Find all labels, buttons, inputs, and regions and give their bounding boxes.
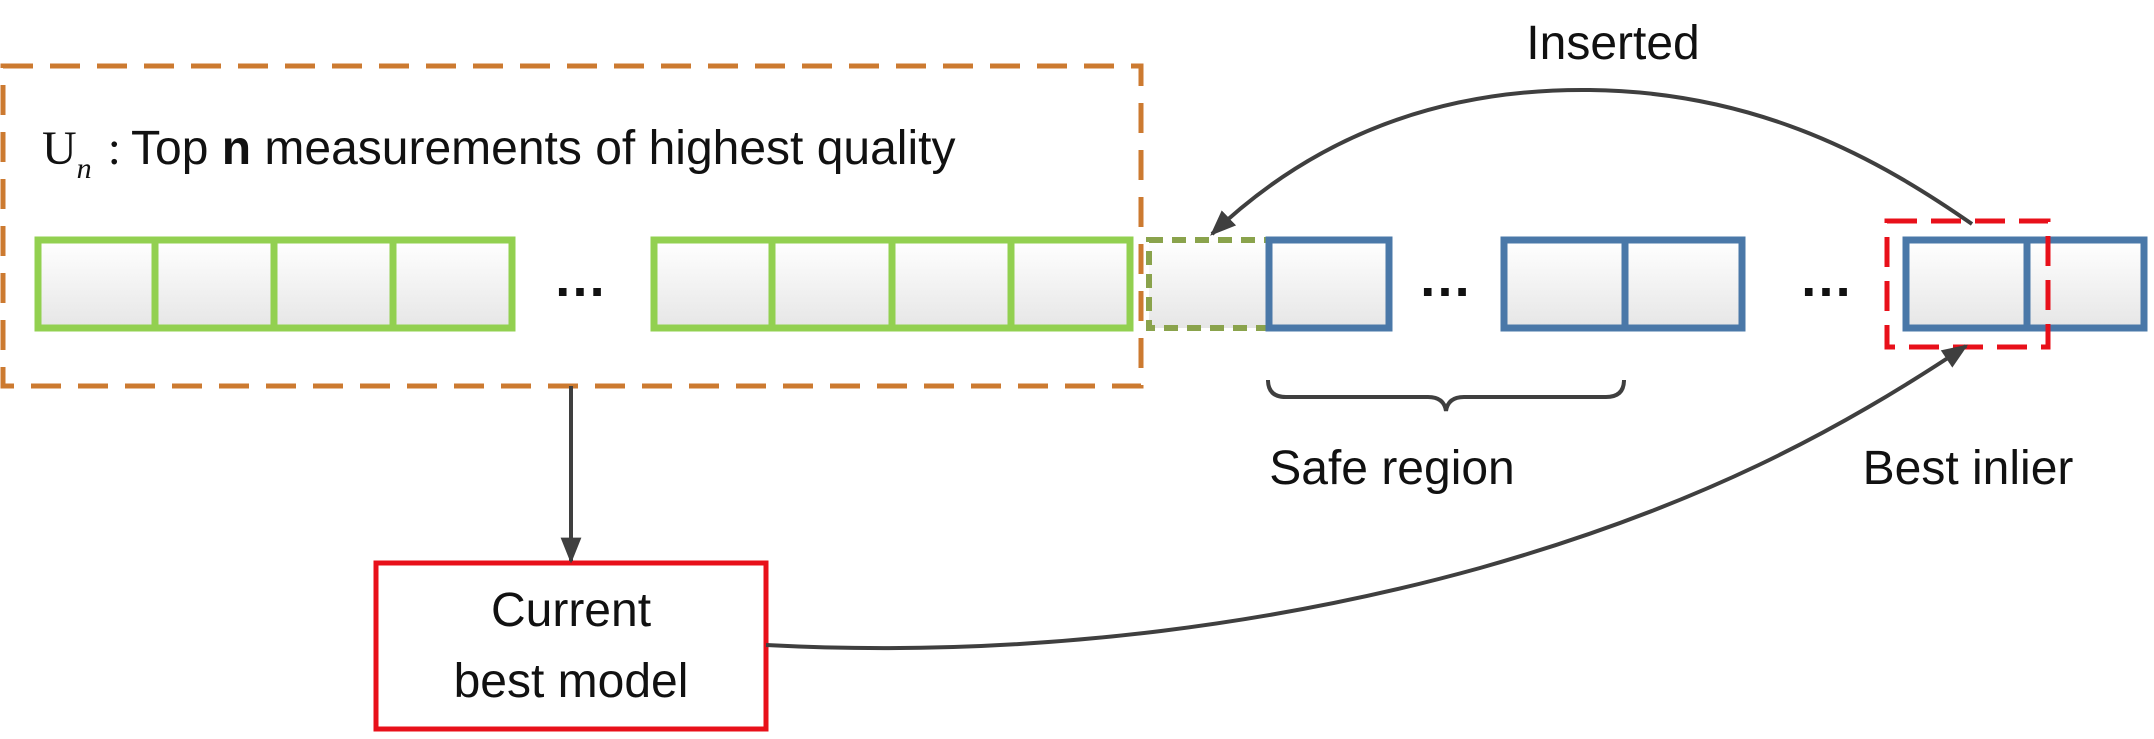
arrow-to-best-inlier (765, 344, 1969, 651)
top-prefix: Top (131, 122, 222, 175)
ellipsis-2: … (1418, 248, 1472, 308)
top-suffix: measurements of highest quality (251, 122, 955, 175)
inserted-slot (1146, 237, 1272, 331)
top-n-set-label: Un:Top n measurements of highest quality (42, 122, 955, 185)
model-label-line2: best model (454, 655, 689, 708)
top-n-set-boundary (0, 63, 1144, 389)
blue-cells-group-3 (1902, 236, 2148, 332)
measurement-cell (768, 236, 896, 332)
u-symbol: U (42, 122, 77, 175)
measurement-cell (650, 236, 776, 332)
measurement-cell (1902, 236, 2031, 332)
measurement-cell (270, 236, 397, 332)
model-label-line1: Current (491, 584, 651, 637)
ellipsis-3: … (1799, 248, 1853, 308)
measurement-cell (1500, 236, 1629, 332)
arrow-inserted (1210, 87, 1974, 236)
u-subscript: n (77, 152, 92, 185)
u-colon: : (108, 122, 121, 175)
safe-region-label: Safe region (1269, 442, 1515, 495)
inserted-label: Inserted (1526, 17, 1699, 70)
safe-region-brace (1266, 379, 1626, 412)
top-n-bold: n (222, 122, 251, 175)
measurement-cell (1621, 236, 1746, 332)
measurement-cell (1265, 236, 1393, 332)
measurement-cell (151, 236, 278, 332)
measurement-cell (1007, 236, 1134, 332)
green-cells-group-1 (34, 236, 516, 332)
blue-cells-group-2 (1500, 236, 1746, 332)
ellipsis-1: … (553, 248, 607, 308)
measurement-cell (389, 236, 516, 332)
blue-cells-group-1 (1265, 236, 1393, 332)
best-inlier-label: Best inlier (1863, 442, 2074, 495)
green-cells-group-2 (650, 236, 1134, 332)
measurement-cell (2023, 236, 2148, 332)
measurement-cell (888, 236, 1015, 332)
measurement-cell (34, 236, 159, 332)
